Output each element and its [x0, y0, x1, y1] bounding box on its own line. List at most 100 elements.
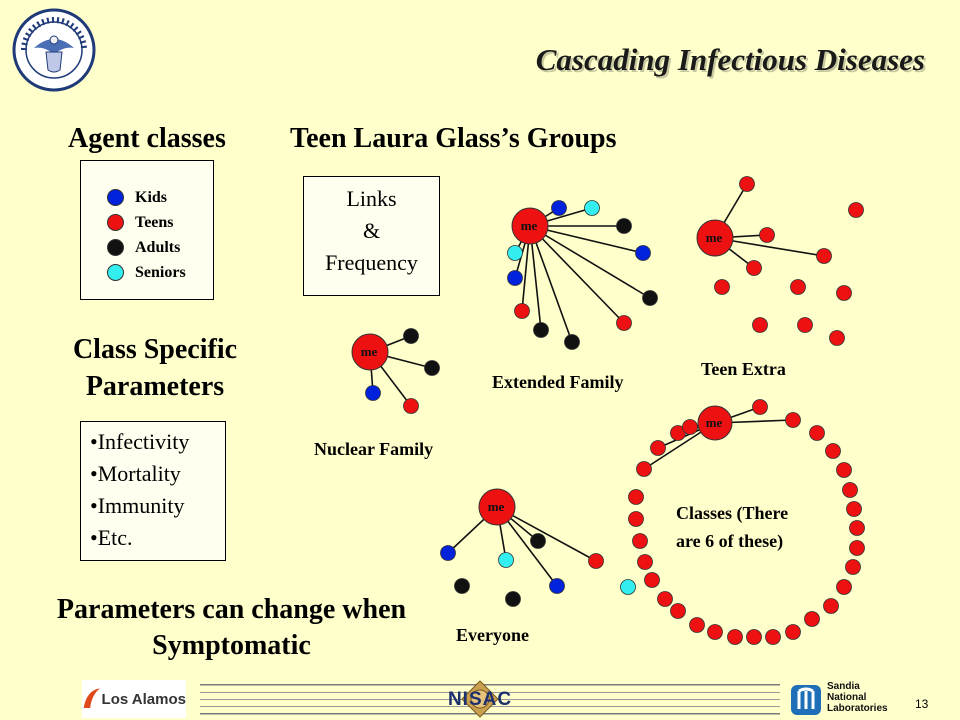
adult-agent-node — [505, 591, 521, 607]
teen-agent-node — [616, 315, 632, 331]
nisac-logo: NISAC — [438, 680, 522, 718]
teen-agent-node — [785, 624, 801, 640]
everyone-network: me — [440, 488, 604, 607]
adult-agent-node — [454, 578, 470, 594]
me-hub-node — [697, 405, 733, 441]
teen-agent-node — [849, 520, 865, 536]
link-line — [529, 225, 644, 254]
sandia-line1: Sandia — [827, 681, 860, 692]
me-label: me — [706, 230, 723, 245]
class-specific-heading: Class Specific Parameters — [40, 331, 270, 405]
teen-agent-node — [637, 554, 653, 570]
param-item-mortality: •Mortality — [90, 461, 181, 486]
los-alamos-swoosh-icon — [83, 688, 100, 708]
legend-item-adults: Adults — [81, 235, 213, 260]
teen-agent-node — [842, 482, 858, 498]
adults-dot-icon — [107, 239, 124, 256]
teen-agent-node — [632, 533, 648, 549]
legend-label: Seniors — [135, 263, 186, 281]
link-line — [529, 225, 573, 343]
adult-agent-node — [533, 322, 549, 338]
teen-agent-node — [746, 629, 762, 645]
kid-agent-node — [365, 385, 381, 401]
me-label: me — [488, 499, 505, 514]
teen-agent-node — [809, 425, 825, 441]
link-line — [529, 225, 651, 299]
teen-agent-node — [804, 611, 820, 627]
teen-agent-node — [403, 398, 419, 414]
teen-agent-node — [514, 303, 530, 319]
me-label: me — [521, 218, 538, 233]
link-line — [529, 225, 625, 324]
teen-agent-node — [689, 617, 705, 633]
los-alamos-logo: Los Alamos — [82, 680, 186, 718]
param-item-etc: •Etc. — [90, 525, 133, 550]
teen-agent-node — [727, 629, 743, 645]
seniors-dot-icon — [107, 264, 124, 281]
class-specific-line2: Parameters — [85, 371, 225, 402]
teen-agent-node — [707, 624, 723, 640]
senior-agent-node — [584, 200, 600, 216]
me-label: me — [706, 415, 723, 430]
caption-nuclear-family: Nuclear Family — [314, 439, 434, 459]
teen-agent-node — [650, 440, 666, 456]
sandia-text: Sandia National Laboratories — [827, 681, 888, 714]
teen-agent-node — [816, 248, 832, 264]
kid-agent-node — [440, 545, 456, 561]
teen-agent-node — [588, 553, 604, 569]
symptomatic-note: Parameters can change when Symptomatic — [14, 592, 449, 664]
legend-item-teens: Teens — [81, 210, 213, 235]
adult-agent-node — [616, 218, 632, 234]
teen-agent-node — [657, 591, 673, 607]
teen-agent-node — [785, 412, 801, 428]
kid-agent-node — [551, 200, 567, 216]
kid-agent-node — [635, 245, 651, 261]
teen-agent-node — [846, 501, 862, 517]
adult-agent-node — [403, 328, 419, 344]
links-frequency-box: Links & Frequency — [303, 176, 440, 296]
caption-classes: Classes (There are 6 of these) — [676, 499, 788, 555]
me-hub-node — [351, 333, 389, 371]
adult-agent-node — [564, 334, 580, 350]
senior-agent-node — [498, 552, 514, 568]
teen-agent-node — [829, 330, 845, 346]
param-item-immunity: •Immunity — [90, 493, 185, 518]
me-hub-node — [511, 207, 549, 245]
teen-agent-node — [628, 511, 644, 527]
teen-agent-node — [746, 260, 762, 276]
adult-agent-node — [530, 533, 546, 549]
caption-classes-line1: Classes (There — [676, 503, 789, 523]
teen-agent-node — [836, 285, 852, 301]
symptomatic-line1: Parameters can change when — [56, 594, 407, 625]
teen-agent-node — [845, 559, 861, 575]
dhs-seal-logo — [12, 8, 96, 92]
teen-agent-node — [836, 579, 852, 595]
teen-agent-node — [714, 279, 730, 295]
teen-agent-node — [682, 419, 698, 435]
teen-agent-node — [636, 461, 652, 477]
teens-dot-icon — [107, 214, 124, 231]
adult-agent-node — [424, 360, 440, 376]
param-item-infectivity: •Infectivity — [90, 429, 190, 454]
legend-label: Teens — [135, 213, 174, 231]
page-number: 13 — [915, 697, 929, 711]
teen-agent-node — [825, 443, 841, 459]
teen-agent-node — [628, 489, 644, 505]
slide-title: Cascading Infectious Diseases — [535, 42, 925, 77]
legend-label: Adults — [135, 238, 181, 256]
nisac-emblem-icon — [461, 680, 499, 718]
legend-item-kids: Kids — [81, 185, 213, 210]
teen-agent-node — [644, 572, 660, 588]
teen-agent-node — [797, 317, 813, 333]
teen-agent-node — [670, 603, 686, 619]
me-hub-node — [696, 219, 734, 257]
kid-agent-node — [549, 578, 565, 594]
teen-agent-node — [765, 629, 781, 645]
sandia-line3: Laboratories — [827, 703, 888, 714]
teen-agent-node — [759, 227, 775, 243]
senior-agent-node — [507, 245, 523, 261]
extended-family-network: me — [507, 200, 658, 350]
link-line — [496, 506, 597, 562]
los-alamos-text: Los Alamos — [101, 690, 186, 708]
